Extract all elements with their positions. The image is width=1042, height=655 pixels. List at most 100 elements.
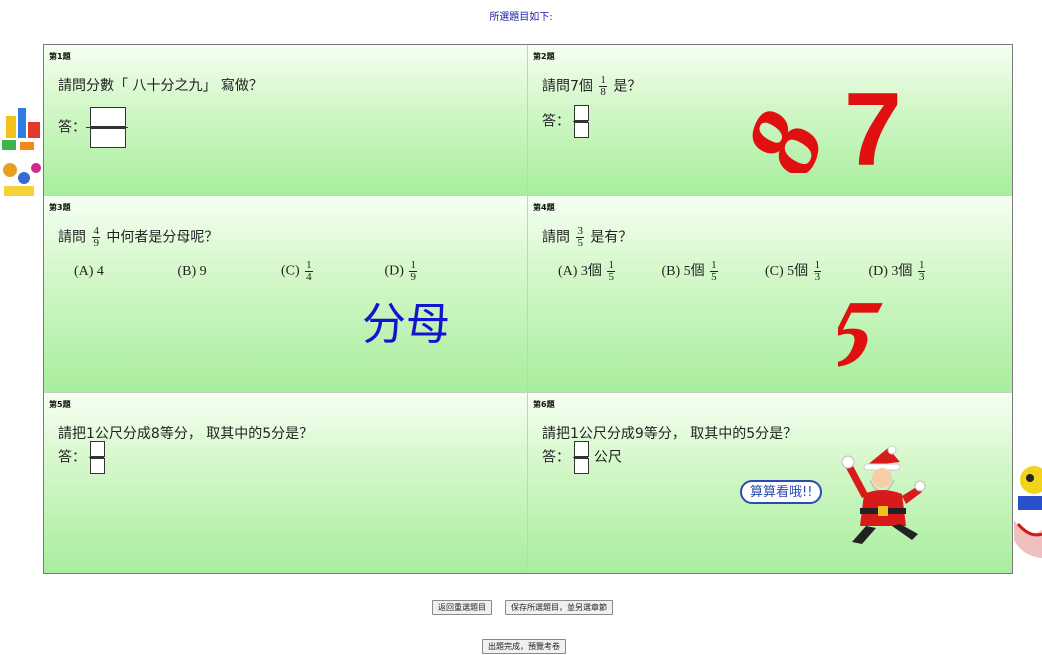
choice-label: (D) (384, 263, 404, 279)
choice-a[interactable]: (A) 4 (74, 264, 174, 280)
answer-fraction (86, 107, 129, 148)
choice-c[interactable]: (C) 1 4 (281, 260, 381, 283)
fraction-bar (573, 457, 589, 458)
fraction-numerator: 1 (305, 259, 313, 272)
fraction-denominator: 3 (814, 271, 821, 284)
choice-fraction: 1 5 (607, 260, 615, 283)
question-cell-2: 第2題 請問7個 1 8 是？ 答： 8 7 (528, 45, 1012, 196)
fraction-numerator: 4 (92, 225, 100, 238)
decoration-left-image (0, 98, 44, 208)
fraction-denominator: 9 (93, 237, 99, 249)
fraction-denominator: 3 (918, 271, 925, 284)
choice-label: (D) 3個 (868, 264, 913, 279)
choice-label: (A) 3個 (558, 264, 602, 279)
fraction-denominator: 5 (711, 271, 717, 284)
question-number: 第6題 (533, 400, 555, 409)
choice-d[interactable]: (D) 1 9 (385, 260, 419, 283)
choice-label: (A) 4 (74, 263, 104, 279)
choice-d[interactable]: (D) 3個 1 3 (869, 260, 928, 283)
answer-fraction (573, 441, 590, 474)
decoration-handwriting-image: 分母 (362, 288, 450, 352)
fraction-numerator: 1 (599, 74, 607, 87)
save-and-select-chapter-button[interactable]: 保存所選題目，並另選章節 (505, 600, 613, 615)
fraction-numerator: 1 (409, 259, 417, 272)
choice-label: (B) 5個 (661, 264, 705, 279)
decoration-number-image: 8 7 (750, 73, 902, 173)
choice-c[interactable]: (C) 5個 1 3 (765, 260, 865, 283)
question-cell-5: 第5題 請把1公尺分成8等分， 取其中的5分是？ 答： (44, 393, 528, 573)
choice-label: (C) (281, 263, 300, 279)
question-fraction: 4 9 (92, 226, 100, 249)
page-header: 所選題目如下: (489, 12, 553, 23)
question-fraction: 3 5 (576, 226, 584, 249)
fraction-denominator: 5 (577, 237, 583, 249)
question-text: 請把1公尺分成9等分， 取其中的5分是？ (542, 426, 798, 442)
question-cell-4: 第4題 請問 3 5 是有？ (A) 3個 1 5 (B) 5個 1 5 (528, 196, 1012, 393)
answer-fraction (573, 105, 590, 138)
fraction-numerator: 1 (813, 259, 822, 273)
choice-b[interactable]: (B) 5個 1 5 (662, 260, 762, 283)
denominator-input[interactable] (574, 122, 590, 138)
answer-area: 答： (58, 107, 129, 148)
answer-unit: 公尺 (593, 449, 622, 466)
question-cell-1: 第1題 請問分數「 八十分之九」 寫做？ 答： (44, 45, 528, 196)
fraction-denominator: 8 (600, 86, 606, 98)
fraction-numerator: 1 (607, 259, 615, 273)
decoration-number-image: 5 (838, 282, 892, 374)
santa-mascot-image (841, 446, 926, 544)
fraction-denominator: 4 (306, 271, 312, 283)
decoration-text: 分母 (362, 299, 450, 350)
numerator-input[interactable] (90, 441, 106, 457)
choice-list: (A) 4 (B) 9 (C) 1 4 (D) 1 9 (74, 260, 419, 283)
fraction-denominator: 5 (608, 271, 614, 284)
choice-a[interactable]: (A) 3個 1 5 (558, 260, 658, 283)
question-number: 第4題 (533, 203, 555, 212)
decoration-right-image (1008, 460, 1042, 560)
decoration-glyph-7: 7 (844, 73, 902, 173)
answer-area: 答： (542, 105, 590, 138)
choice-fraction: 1 3 (917, 260, 926, 284)
question-text-before: 請問 (542, 229, 570, 246)
back-to-select-button[interactable]: 返回重選題目 (432, 600, 492, 615)
question-number: 第5題 (49, 400, 71, 409)
finish-and-preview-button[interactable]: 出題完成，預覽考卷 (482, 639, 566, 654)
answer-label: 答： (542, 449, 570, 466)
question-number: 第3題 (49, 203, 71, 212)
question-text: 請問7個 1 8 是？ (542, 75, 641, 98)
fraction-bar (573, 121, 589, 122)
decoration-glyph-8: 8 (750, 96, 848, 173)
numerator-input[interactable] (574, 441, 590, 457)
decoration-glyph-5: 5 (838, 282, 892, 374)
answer-area: 答： (58, 441, 106, 474)
question-number: 第1題 (49, 52, 71, 61)
fraction-numerator: 3 (576, 225, 584, 238)
answer-label: 答： (58, 449, 86, 466)
fraction-numerator: 1 (710, 259, 718, 273)
question-cell-3: 第3題 請問 4 9 中何者是分母呢？ (A) 4 (B) 9 (C) 1 4 (44, 196, 528, 393)
answer-label: 答： (58, 119, 86, 136)
question-fraction: 1 8 (599, 75, 607, 98)
denominator-input[interactable] (574, 458, 590, 474)
question-text: 請問 3 5 是有？ (542, 226, 632, 249)
question-number: 第2題 (533, 52, 555, 61)
question-text-after: 是有？ (590, 229, 633, 246)
choice-list: (A) 3個 1 5 (B) 5個 1 5 (C) 5個 1 3 (558, 260, 927, 283)
numerator-input[interactable] (90, 107, 127, 127)
choice-fraction: 1 9 (409, 260, 417, 283)
choice-fraction: 1 5 (710, 260, 718, 283)
fraction-bar (86, 127, 129, 128)
choice-b[interactable]: (B) 9 (178, 264, 278, 280)
denominator-input[interactable] (90, 458, 106, 474)
question-text-after: 是？ (613, 78, 642, 95)
answer-area: 答： 公尺 (542, 441, 622, 474)
denominator-input[interactable] (90, 128, 127, 148)
question-text: 請把1公尺分成8等分， 取其中的5分是？ (58, 426, 314, 442)
choice-fraction: 1 3 (813, 259, 822, 284)
choice-label: (B) 9 (177, 263, 207, 279)
fraction-denominator: 9 (410, 271, 416, 283)
numerator-input[interactable] (574, 105, 590, 121)
choice-fraction: 1 4 (305, 260, 313, 283)
question-text-after: 中何者是分母呢？ (106, 229, 219, 246)
question-grid: 第1題 請問分數「 八十分之九」 寫做？ 答： 第2題 請問7個 1 8 是？ … (43, 44, 1013, 574)
question-text: 請問分數「 八十分之九」 寫做？ (58, 78, 263, 94)
